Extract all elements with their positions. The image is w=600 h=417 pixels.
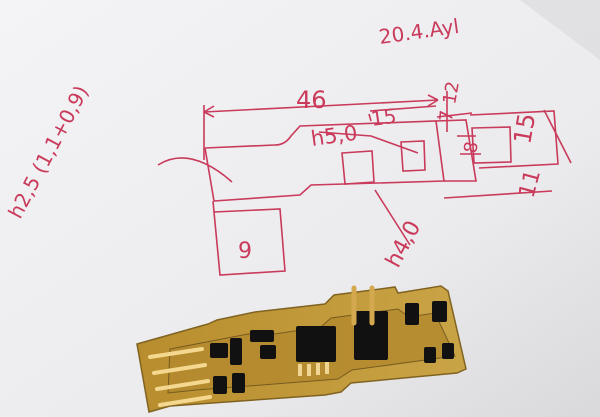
dimension-9-label: 9	[238, 239, 252, 264]
component-r3	[213, 376, 227, 394]
dimension-line-46	[203, 99, 439, 113]
usb-connector-link	[212, 200, 215, 213]
dimension-15-box-label: 15	[508, 111, 541, 146]
microcontroller-chip	[296, 326, 336, 362]
right-box-sketch	[471, 126, 512, 164]
board-outline-far-right	[469, 110, 559, 169]
board-outline	[204, 120, 445, 202]
leader-line-15	[368, 113, 372, 122]
dimension-line-11	[443, 190, 553, 199]
component-led2	[432, 301, 447, 322]
chip-grid-sketch	[400, 140, 426, 172]
component-r6	[442, 343, 454, 359]
component-r1	[210, 343, 228, 358]
dimension-46-label: 46	[296, 86, 327, 114]
dimension-12-label: 12	[439, 80, 464, 106]
dimension-7-label: 7	[436, 109, 458, 122]
dimension-line-15	[369, 105, 437, 112]
chip-sketch	[341, 150, 375, 185]
pcb-sketch	[157, 91, 572, 276]
header-pins	[351, 285, 375, 326]
dimension-15-label: 15	[369, 104, 398, 131]
component-c1	[260, 345, 276, 359]
pcb-board	[136, 285, 467, 413]
smd-components	[210, 301, 454, 394]
leader-line-left	[157, 157, 233, 183]
dimension-arrow-right	[427, 94, 439, 107]
usb-connector-sketch	[213, 208, 286, 276]
dimension-line-right	[543, 109, 572, 164]
dimension-arrow-left	[203, 105, 215, 118]
paper-corner-shadow	[520, 0, 600, 60]
leader-line-h40	[374, 189, 411, 246]
pin-header	[354, 311, 388, 360]
component-led1	[405, 303, 419, 325]
dimension-8-label: 8	[460, 140, 483, 155]
chip-legs	[298, 362, 329, 376]
component-r2	[250, 330, 274, 342]
component-r5	[424, 347, 436, 363]
component-r4	[232, 373, 245, 393]
board-outline-right	[435, 119, 477, 182]
leader-line-h5	[318, 131, 419, 154]
usb-contacts	[148, 347, 212, 407]
board-outline-left	[204, 147, 215, 202]
dimension-line-7	[436, 112, 473, 118]
component-d1	[230, 338, 242, 365]
